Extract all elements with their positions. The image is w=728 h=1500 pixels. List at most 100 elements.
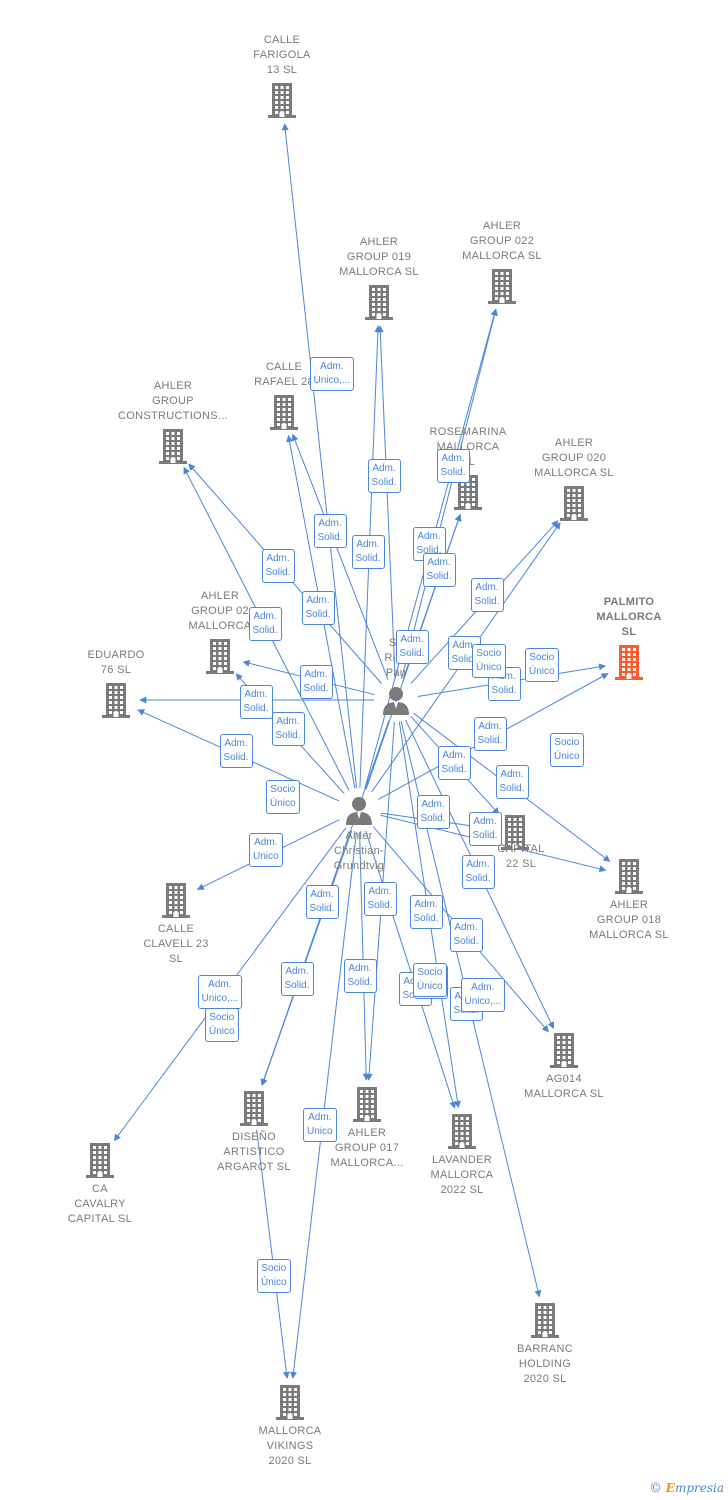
edge-role-label[interactable]: Adm. Solid. [436, 449, 470, 483]
edge-role-label[interactable]: Adm. Solid. [367, 459, 401, 493]
edge-diseno-to-mallorca_vikings [256, 1129, 290, 1379]
node-label-ahler_02x[interactable]: AHLER GROUP 02 MALLORCA [155, 589, 285, 634]
node-label-ahler_022[interactable]: AHLER GROUP 022 MALLORCA SL [437, 219, 567, 264]
edge-role-label[interactable]: Adm. Unico [249, 833, 283, 867]
building-icon-ahler_018[interactable] [614, 858, 644, 899]
building-icon-palmito[interactable] [614, 644, 644, 685]
building-icon-calle_farigola[interactable] [267, 82, 297, 123]
edge-role-label[interactable]: Adm. Solid. [449, 918, 483, 952]
edge-shaun-to-ahler_019 [376, 325, 396, 679]
node-label-text: AG014 MALLORCA SL [524, 1073, 604, 1100]
edge-role-label[interactable]: Socio Único [205, 1008, 239, 1042]
edge-role-label[interactable]: Adm. Solid. [351, 535, 385, 569]
edge-role-label[interactable]: Socio Único [257, 1259, 291, 1293]
edge-role-label[interactable]: Socio Único [472, 644, 506, 678]
edge-role-label[interactable]: Adm. Solid. [343, 959, 377, 993]
node-label-text: CALLE CLAVELL 23 SL [143, 923, 209, 965]
edge-role-label[interactable]: Adm. Solid. [395, 630, 429, 664]
node-label-text: AHLER GROUP 018 MALLORCA SL [589, 899, 669, 941]
person-icon-ahler_christian[interactable] [344, 795, 374, 830]
edge-role-label[interactable]: Adm. Unico,... [460, 978, 506, 1012]
node-label-palmito[interactable]: PALMITO MALLORCA SL [564, 595, 694, 640]
node-label-text: EDUARDO 76 SL [87, 649, 145, 676]
node-label-lavander[interactable]: LAVANDER MALLORCA 2022 SL [397, 1153, 527, 1198]
brand-initial: E [665, 1481, 675, 1495]
edge-role-label[interactable]: Adm. Solid. [261, 549, 295, 583]
edge-role-label[interactable]: Adm. Solid. [305, 885, 339, 919]
node-label-text: CA CAVALRY CAPITAL SL [67, 1183, 133, 1225]
node-label-eduardo[interactable]: EDUARDO 76 SL [51, 648, 181, 678]
node-label-ahler_018[interactable]: AHLER GROUP 018 MALLORCA SL [564, 898, 694, 943]
node-label-ahler_017[interactable]: AHLER GROUP 017 MALLORCA... [302, 1126, 432, 1171]
building-icon-ahler_022[interactable] [487, 268, 517, 309]
node-label-ahler_christian[interactable]: Ahler Christian- Grundtvig [294, 829, 424, 874]
edge-role-label[interactable]: Adm. Solid. [313, 514, 347, 548]
node-label-text: AHLER GROUP 020 MALLORCA SL [534, 437, 614, 479]
edge-role-label[interactable]: Adm. Solid. [422, 553, 456, 587]
edge-role-label[interactable]: Adm. Solid. [416, 795, 450, 829]
node-label-text: CAPITAL 22 SL [497, 843, 545, 870]
node-label-calle_farigola[interactable]: CALLE FARIGOLA 13 SL [217, 33, 347, 78]
building-icon-lavander[interactable] [447, 1113, 477, 1154]
node-label-text: BARRANC HOLDING 2020 SL [517, 1343, 573, 1385]
building-icon-diseno[interactable] [239, 1090, 269, 1131]
node-label-text: LAVANDER MALLORCA 2022 SL [430, 1154, 494, 1196]
node-label-text: Ahler Christian- Grundtvig [333, 830, 385, 872]
node-label-calle_rafael[interactable]: CALLE RAFAEL 28 [219, 360, 349, 390]
node-label-ahler_constructions[interactable]: AHLER GROUP CONSTRUCTIONS... [108, 379, 238, 424]
node-label-diseno[interactable]: DISEÑO ARTISTICO ARGAROT SL [189, 1130, 319, 1175]
edge-role-label[interactable]: Adm. Solid. [470, 578, 504, 612]
node-label-text: AHLER GROUP 022 MALLORCA SL [462, 220, 542, 262]
building-icon-ahler_constructions[interactable] [158, 428, 188, 469]
edge-role-label[interactable]: Socio Único [413, 963, 447, 997]
node-label-text: CALLE RAFAEL 28 [254, 361, 314, 388]
edge-role-label[interactable]: Adm. Solid. [437, 746, 471, 780]
building-icon-ag014[interactable] [549, 1032, 579, 1073]
node-label-mallorca_vikings[interactable]: MALLORCA VIKINGS 2020 SL [225, 1424, 355, 1469]
edge-role-label[interactable]: Adm. Solid. [468, 812, 502, 846]
node-label-capital_22[interactable]: CAPITAL 22 SL [456, 842, 586, 872]
building-icon-ahler_020[interactable] [559, 485, 589, 526]
node-label-calle_clavell[interactable]: CALLE CLAVELL 23 SL [111, 922, 241, 967]
building-icon-ahler_019[interactable] [364, 284, 394, 325]
edge-role-label[interactable]: Adm. Unico [303, 1108, 337, 1142]
building-icon-calle_rafael[interactable] [269, 394, 299, 435]
edge-role-label[interactable]: Socio Único [525, 648, 559, 682]
edge-role-label[interactable]: Adm. Unico,... [197, 975, 243, 1009]
edge-role-label[interactable]: Adm. Solid. [301, 591, 335, 625]
edge-role-label[interactable]: Adm. Solid. [363, 882, 397, 916]
edge-role-label[interactable]: Adm. Solid. [461, 855, 495, 889]
edge-role-label[interactable]: Adm. Solid. [280, 962, 314, 996]
edge-role-label[interactable]: Adm. Solid. [299, 665, 333, 699]
node-label-barranc[interactable]: BARRANC HOLDING 2020 SL [480, 1342, 610, 1387]
edge-role-label[interactable]: Adm. Unico,... [309, 357, 355, 391]
node-label-ahler_019[interactable]: AHLER GROUP 019 MALLORCA SL [314, 235, 444, 280]
building-icon-barranc[interactable] [530, 1302, 560, 1343]
node-label-text: AHLER GROUP CONSTRUCTIONS... [118, 380, 228, 422]
node-label-text: DISEÑO ARTISTICO ARGAROT SL [217, 1131, 291, 1173]
edge-role-label[interactable]: Socio Único [266, 780, 300, 814]
edge-role-label[interactable]: Adm. Solid. [271, 712, 305, 746]
building-icon-ca_cavalry[interactable] [85, 1142, 115, 1183]
edge-role-label[interactable]: Adm. Solid. [248, 607, 282, 641]
edge-role-label[interactable]: Adm. Solid. [219, 734, 253, 768]
building-icon-calle_clavell[interactable] [161, 882, 191, 923]
node-label-ca_cavalry[interactable]: CA CAVALRY CAPITAL SL [35, 1182, 165, 1227]
edge-role-label[interactable]: Adm. Solid. [239, 685, 273, 719]
node-label-ag014[interactable]: AG014 MALLORCA SL [499, 1072, 629, 1102]
person-icon-shaun[interactable] [381, 685, 411, 720]
edge-role-label[interactable]: Adm. Solid. [473, 717, 507, 751]
node-label-text: AHLER GROUP 02 MALLORCA [188, 590, 252, 632]
edge-role-label[interactable]: Adm. Solid. [409, 895, 443, 929]
building-icon-mallorca_vikings[interactable] [275, 1384, 305, 1425]
building-icon-capital_22[interactable] [500, 814, 530, 855]
building-icon-eduardo[interactable] [101, 682, 131, 723]
building-icon-ahler_017[interactable] [352, 1086, 382, 1127]
edge-role-label[interactable]: Adm. Solid. [495, 765, 529, 799]
empresia-credit[interactable]: © Empresia [649, 1481, 724, 1496]
building-icon-ahler_02x[interactable] [205, 638, 235, 679]
edge-role-label[interactable]: Socio Único [550, 733, 584, 767]
node-label-text: AHLER GROUP 017 MALLORCA... [330, 1127, 404, 1169]
node-label-ahler_020[interactable]: AHLER GROUP 020 MALLORCA SL [509, 436, 639, 481]
